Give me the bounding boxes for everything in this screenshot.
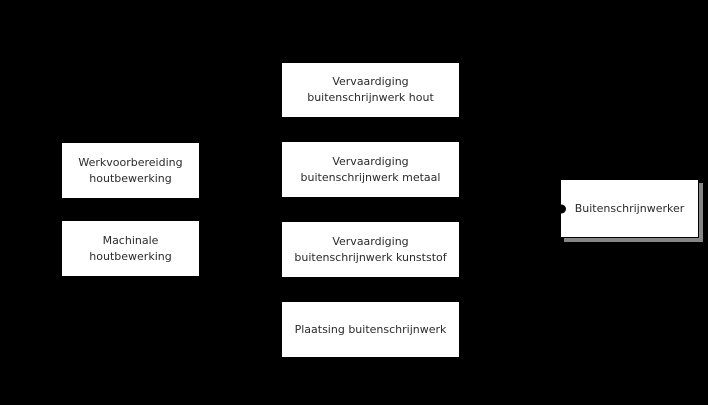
node-label-line: Machinale xyxy=(102,233,159,247)
node-label-line: Vervaardiging xyxy=(332,154,409,168)
node-label-line: Buitenschrijnwerker xyxy=(574,201,685,215)
node-label-line: houtbewerking xyxy=(89,249,172,263)
node-buitenschrijnwerker[interactable]: Buitenschrijnwerker xyxy=(557,179,699,238)
node-label-line: houtbewerking xyxy=(89,171,172,185)
node-label-line: Plaatsing buitenschrijnwerk xyxy=(294,322,447,336)
node-label-line: Vervaardiging xyxy=(332,75,409,88)
node-label-line: Vervaardiging xyxy=(332,234,409,248)
node-vervaardiging-buitenschrijnwerk-metaal[interactable]: Vervaardiging buitenschrijnwerk metaal xyxy=(281,141,460,198)
node-vervaardiging-buitenschrijnwerk-hout[interactable]: Vervaardiging buitenschrijnwerk hout xyxy=(281,62,460,118)
link-anchor-dot-icon xyxy=(557,204,566,213)
node-werkvoorbereiding-houtbewerking[interactable]: Werkvoorbereiding houtbewerking xyxy=(61,142,200,199)
node-label-line: buitenschrijnwerk kunststof xyxy=(294,250,447,264)
node-label-line: buitenschrijnwerk metaal xyxy=(300,170,441,184)
node-label-line: buitenschrijnwerk hout xyxy=(307,91,434,104)
node-machinale-houtbewerking[interactable]: Machinale houtbewerking xyxy=(61,220,200,277)
node-label-line: Werkvoorbereiding xyxy=(78,155,183,169)
node-plaatsing-buitenschrijnwerk[interactable]: Plaatsing buitenschrijnwerk xyxy=(281,301,460,358)
node-vervaardiging-buitenschrijnwerk-kunststof[interactable]: Vervaardiging buitenschrijnwerk kunststo… xyxy=(281,221,460,278)
